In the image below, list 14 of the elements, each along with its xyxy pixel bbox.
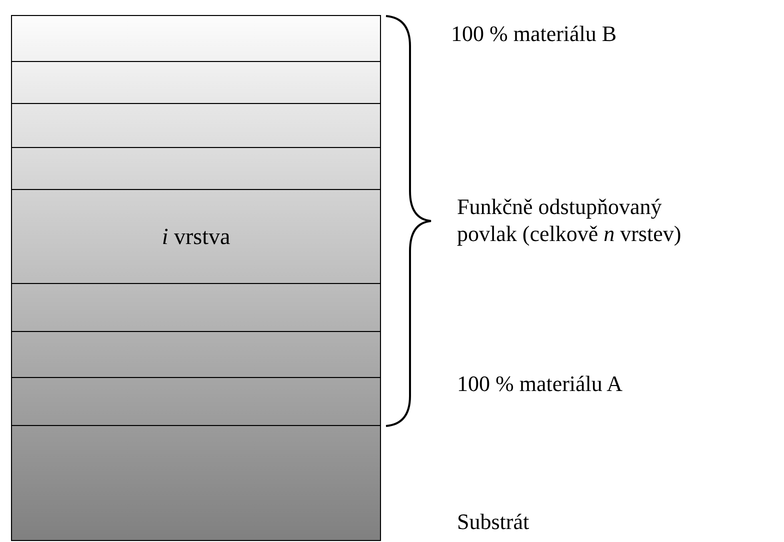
layer-box (11, 61, 381, 104)
layer-box (11, 15, 381, 62)
annotation-text: Funkčně odstupňovaný povlak (celkově n vrstev) (457, 193, 682, 247)
layer-box (11, 331, 381, 378)
layer-box (11, 283, 381, 332)
annotation-text: 100 % materiálu A (457, 370, 624, 397)
annotation-text: 100 % materiálu B (451, 20, 618, 47)
layer-box (11, 189, 381, 284)
layer-box (11, 425, 381, 541)
annotation-text: Substrát (457, 508, 530, 535)
layer-box (11, 377, 381, 426)
layer-label: i vrstva (162, 224, 230, 250)
layer-box (11, 103, 381, 148)
layer-box (11, 147, 381, 190)
